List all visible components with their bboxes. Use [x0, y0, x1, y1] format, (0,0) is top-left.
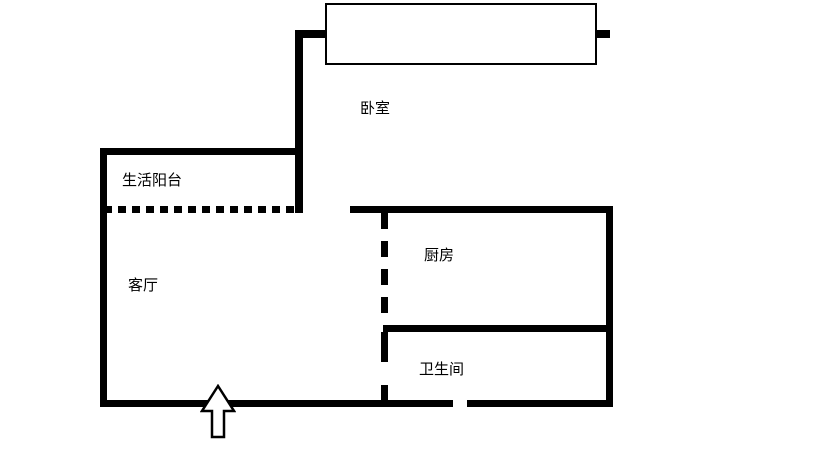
- entrance-arrow-icon: [200, 384, 236, 439]
- bottom-wall-right: [467, 400, 613, 407]
- bottom-wall-left: [100, 400, 453, 407]
- bedroom-window: [325, 3, 597, 65]
- bathroom-left-wall-upper: [381, 332, 388, 362]
- bedroom-label: 卧室: [360, 99, 391, 117]
- kitchen-partition-dashed-line: [381, 213, 388, 325]
- right-wall: [606, 206, 613, 407]
- bedroom-left-wall: [295, 30, 303, 213]
- kitchen-bathroom-wall: [383, 325, 613, 332]
- balcony-top-wall: [100, 148, 303, 155]
- living-room-label: 客厅: [128, 276, 159, 294]
- kitchen-top-wall: [350, 206, 613, 213]
- left-wall: [100, 148, 107, 407]
- balcony-label: 生活阳台: [122, 171, 183, 189]
- bathroom-left-wall-lower: [381, 385, 388, 407]
- bathroom-label: 卫生间: [419, 360, 465, 378]
- balcony-partition-dotted-line: [104, 206, 296, 213]
- kitchen-label: 厨房: [424, 246, 455, 264]
